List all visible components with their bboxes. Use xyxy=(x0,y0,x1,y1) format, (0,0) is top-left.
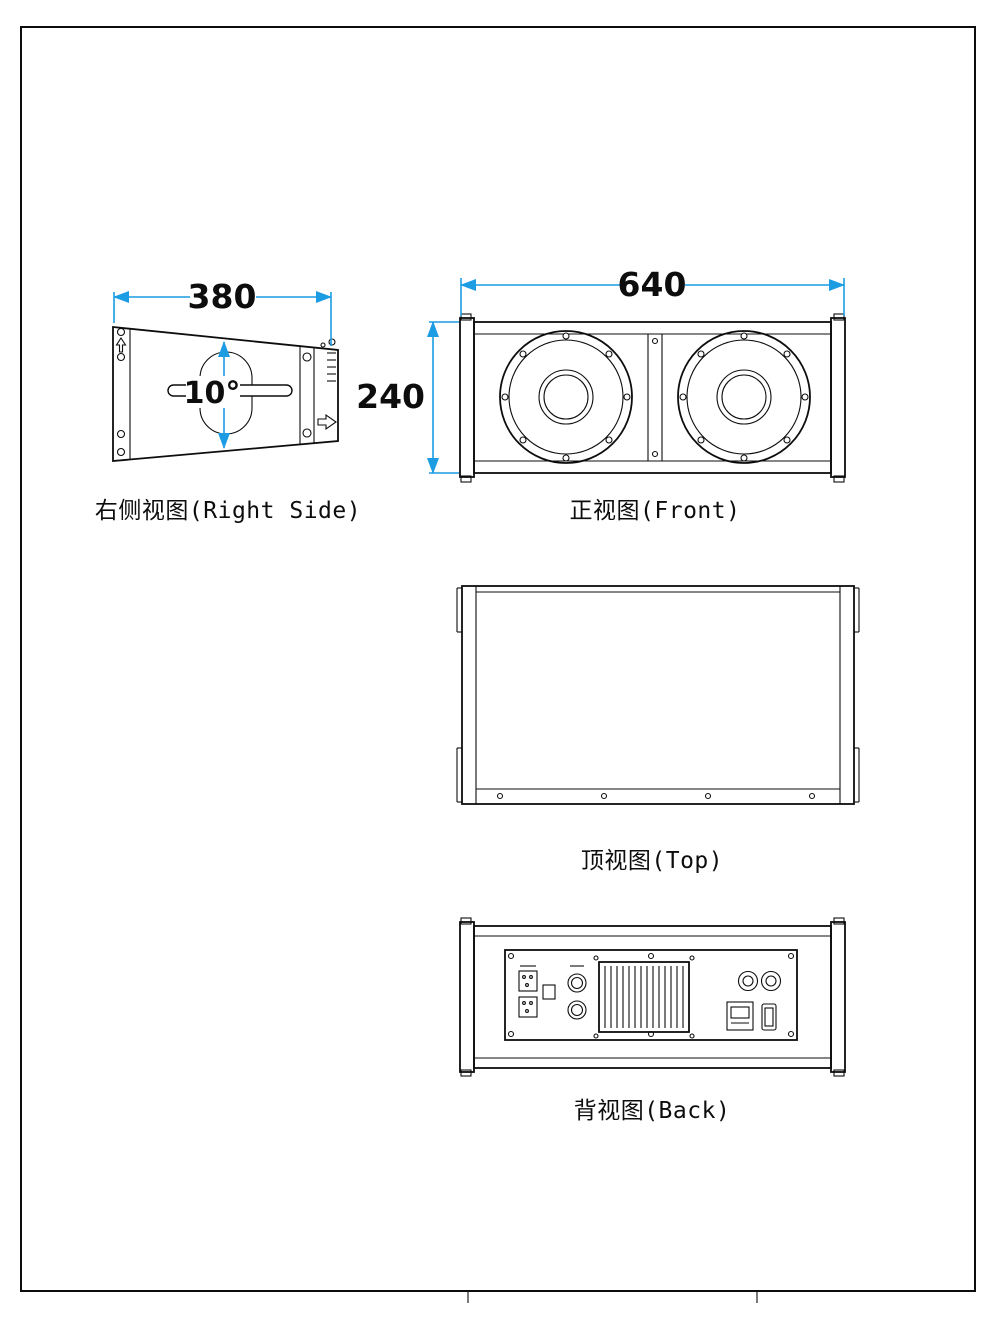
left-woofer xyxy=(499,330,633,464)
front-right-endcap xyxy=(830,317,846,478)
front-view-label: 正视图(Front) xyxy=(569,498,741,524)
heatsink xyxy=(593,955,695,1039)
up-arrow-icon xyxy=(115,336,127,353)
title-block-ticks xyxy=(467,1292,758,1303)
front-width-value: 640 xyxy=(618,265,687,304)
front-height-dimension: 240 xyxy=(356,321,459,474)
right-woofer xyxy=(677,330,811,464)
angle-dimension: 10° xyxy=(184,341,241,449)
drawing-border-frame xyxy=(20,26,976,1292)
power-switch-rocker xyxy=(764,1007,774,1027)
back-left-endcap xyxy=(459,921,475,1073)
front-left-endcap xyxy=(459,317,475,478)
left-woofer-screws xyxy=(501,332,631,462)
power-entry-module xyxy=(726,1001,754,1031)
top-rear-screws xyxy=(496,792,816,800)
side-rigging-holes-left xyxy=(116,327,126,457)
side-width-value: 380 xyxy=(188,277,257,316)
side-width-dimension: 380 xyxy=(113,277,332,346)
speakon-connectors xyxy=(567,973,587,1020)
right-arrow-icon xyxy=(317,413,337,431)
right-side-view-label: 右侧视图(Right Side) xyxy=(94,498,362,524)
amplifier-panel xyxy=(504,949,798,1041)
angle-value: 10° xyxy=(184,376,241,411)
front-view-drawing: 640 240 xyxy=(356,265,846,483)
input-terminals xyxy=(518,965,584,1018)
back-view-label: 背视图(Back) xyxy=(573,1098,731,1124)
right-woofer-screws xyxy=(679,332,809,462)
back-right-endcap xyxy=(830,921,846,1073)
back-view-drawing xyxy=(459,917,846,1077)
top-view-drawing xyxy=(456,585,860,805)
center-waveguide xyxy=(647,334,663,461)
front-height-value: 240 xyxy=(356,377,425,416)
right-side-view-drawing: 10° 380 xyxy=(112,277,339,462)
top-endcap-flanges xyxy=(456,587,860,803)
side-scale-marks xyxy=(327,352,336,382)
front-width-dimension: 640 xyxy=(460,265,845,316)
top-view-label: 顶视图(Top) xyxy=(580,848,724,874)
powercon-connectors xyxy=(737,970,782,992)
side-rigging-holes-right xyxy=(302,338,336,438)
